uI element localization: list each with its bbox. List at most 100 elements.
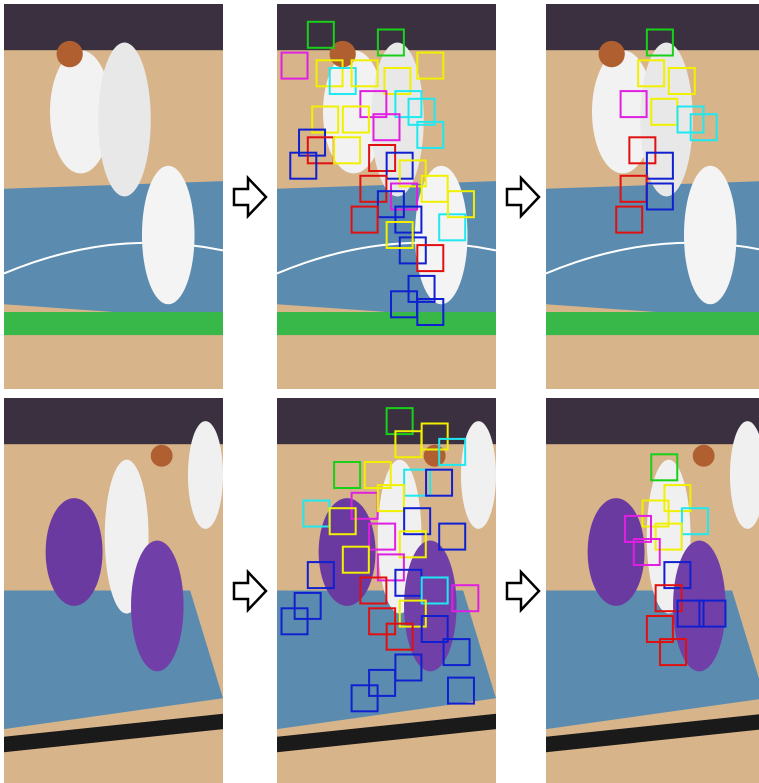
crowd-area [4, 398, 223, 452]
court-arc [4, 241, 223, 275]
photo [546, 4, 759, 389]
detection-box-red [350, 205, 379, 234]
detection-box-magenta [623, 514, 652, 543]
detection-box-red [368, 607, 397, 636]
court-arc [546, 241, 759, 275]
right-arrow-icon [505, 568, 541, 613]
detection-box-magenta [451, 584, 480, 613]
detection-box-red [628, 136, 657, 165]
detection-box-red [359, 576, 388, 605]
detection-box-red [385, 622, 414, 651]
detection-box-red [359, 174, 388, 203]
detection-box-yellow [663, 484, 692, 513]
player-white-3 [683, 165, 737, 305]
court-stripe [4, 312, 223, 336]
detection-box-blue [394, 205, 423, 234]
detection-box-magenta [376, 553, 405, 582]
player-white-2 [371, 42, 424, 197]
detection-box-yellow [341, 545, 370, 574]
detection-box-blue [442, 638, 471, 667]
detection-box-red [416, 244, 445, 273]
player-purple-2 [404, 540, 457, 672]
player-white-3 [414, 165, 468, 305]
detection-box-red [615, 205, 644, 234]
detection-box-magenta [632, 538, 661, 566]
detection-box-yellow [667, 67, 696, 95]
detection-box-blue [407, 274, 436, 303]
detection-box-yellow [654, 522, 683, 551]
right-arrow-icon [505, 174, 541, 219]
detection-box-blue [645, 151, 674, 180]
player-white-2 [98, 42, 151, 197]
detection-box-blue [280, 607, 309, 636]
detection-box-blue [368, 668, 397, 697]
row-bottom-all-detections-panel [277, 398, 496, 783]
player-white-2 [640, 42, 693, 197]
basketball [56, 40, 83, 68]
detection-box-blue [394, 653, 423, 682]
photo [277, 4, 496, 389]
detection-box-cyan [420, 576, 449, 605]
detection-box-blue [416, 298, 445, 326]
photo [4, 4, 223, 389]
detection-box-cyan [438, 213, 467, 242]
detection-box-yellow [637, 59, 666, 88]
detection-box-blue [403, 507, 432, 536]
detection-box-red [368, 144, 397, 172]
detection-box-blue [376, 190, 405, 219]
detection-box-blue [438, 522, 467, 551]
detection-box-green [385, 407, 414, 436]
detection-box-blue [425, 468, 454, 497]
basketball [598, 40, 625, 68]
detection-box-blue [420, 615, 449, 643]
court-stripe [546, 312, 759, 336]
player-white-2 [460, 421, 496, 529]
player-white-2 [729, 421, 759, 529]
photo [277, 398, 496, 783]
detection-box-green [306, 20, 335, 49]
detection-box-cyan [438, 437, 467, 466]
row-top-all-detections-panel [277, 4, 496, 389]
detection-box-blue [446, 676, 475, 705]
crowd-area [546, 4, 759, 58]
row-top-original-panel [4, 4, 223, 389]
player-purple-1 [587, 498, 645, 606]
detection-box-yellow [376, 484, 405, 513]
crowd-area [4, 4, 223, 58]
detection-box-yellow [420, 174, 449, 203]
basketball [692, 444, 715, 467]
detection-box-magenta [280, 51, 309, 80]
detection-box-blue [289, 151, 318, 180]
photo [546, 398, 759, 783]
basketball [150, 444, 173, 467]
detection-box-magenta [368, 522, 397, 551]
photo [4, 398, 223, 783]
detection-box-yellow [383, 67, 412, 95]
detection-box-yellow [341, 105, 370, 134]
player-white-1 [322, 50, 385, 174]
player-white-3 [141, 165, 195, 305]
detection-box-cyan [328, 67, 357, 95]
right-arrow-icon [232, 174, 268, 219]
detection-box-blue [663, 561, 692, 590]
detection-box-blue [645, 182, 674, 211]
player-purple-1 [318, 498, 376, 606]
detection-box-blue [306, 561, 335, 590]
detection-box-magenta [372, 113, 401, 142]
detection-box-green [645, 28, 674, 57]
detection-box-green [333, 461, 362, 489]
court-baseline [4, 713, 223, 753]
detection-box-yellow [398, 530, 427, 559]
detection-box-yellow [420, 422, 449, 451]
detection-box-cyan [416, 120, 445, 149]
detection-box-red [659, 638, 688, 667]
court-baseline [277, 713, 496, 753]
detection-box-magenta [619, 90, 648, 119]
detection-box-cyan [407, 97, 436, 126]
player-purple-1 [45, 498, 103, 606]
detection-box-blue [298, 128, 327, 157]
detection-box-cyan [680, 507, 709, 536]
basketball [423, 444, 446, 467]
row-bottom-filtered-detections-panel [546, 398, 759, 783]
